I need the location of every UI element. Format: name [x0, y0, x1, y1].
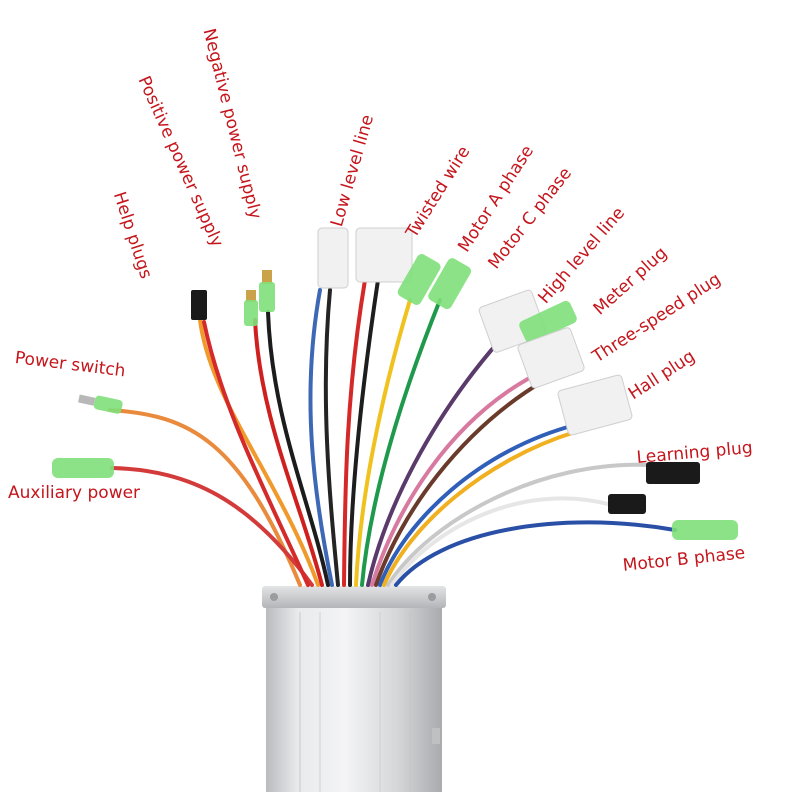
twisted-wire-connector: [355, 227, 413, 283]
wire-twisted-black: [348, 278, 380, 587]
low-level-connector: [317, 227, 349, 289]
motor-b-terminal: [672, 520, 738, 540]
learning-plug-connector: [608, 462, 700, 514]
wire-help-plug-orange: [198, 318, 320, 587]
auxiliary-power-terminal: [52, 458, 114, 478]
three-speed-connector: [517, 327, 585, 389]
wire-meter-pink: [370, 373, 537, 587]
wire-bundle: [108, 278, 677, 587]
wire-motor-b-blue: [394, 520, 677, 587]
meter-terminal: [519, 300, 577, 344]
connectors: [52, 227, 738, 540]
wire-positive-red: [253, 318, 324, 587]
wire-twisted-red: [342, 278, 367, 587]
wire-hall-blue: [378, 423, 577, 587]
power-supply-terminals: [244, 270, 275, 326]
wire-negative-black: [266, 310, 330, 587]
wire-three-speed-brown: [374, 378, 547, 587]
motor-a-terminal: [397, 254, 441, 305]
controller-body: [262, 586, 446, 792]
wire-low-level-black: [323, 288, 340, 587]
wire-help-plug-red: [202, 320, 310, 587]
wire-high-level-purple: [366, 338, 502, 587]
motor-c-terminal: [428, 258, 472, 310]
wire-low-level-blue: [308, 288, 334, 587]
help-plug-connector: [191, 290, 207, 320]
hall-connector: [557, 374, 633, 436]
wire-motor-a-yellow: [354, 298, 412, 587]
wire-motor-c-green: [360, 298, 442, 587]
wire-hall-yellow: [382, 430, 577, 587]
label-auxiliary-power: Auxiliary power: [8, 483, 141, 503]
wire-auxiliary-power: [110, 466, 314, 587]
power-switch-terminal: [78, 394, 123, 414]
wire-power-switch: [108, 408, 302, 587]
wire-learning-gray: [386, 462, 652, 587]
wire-learning-white: [390, 496, 614, 587]
